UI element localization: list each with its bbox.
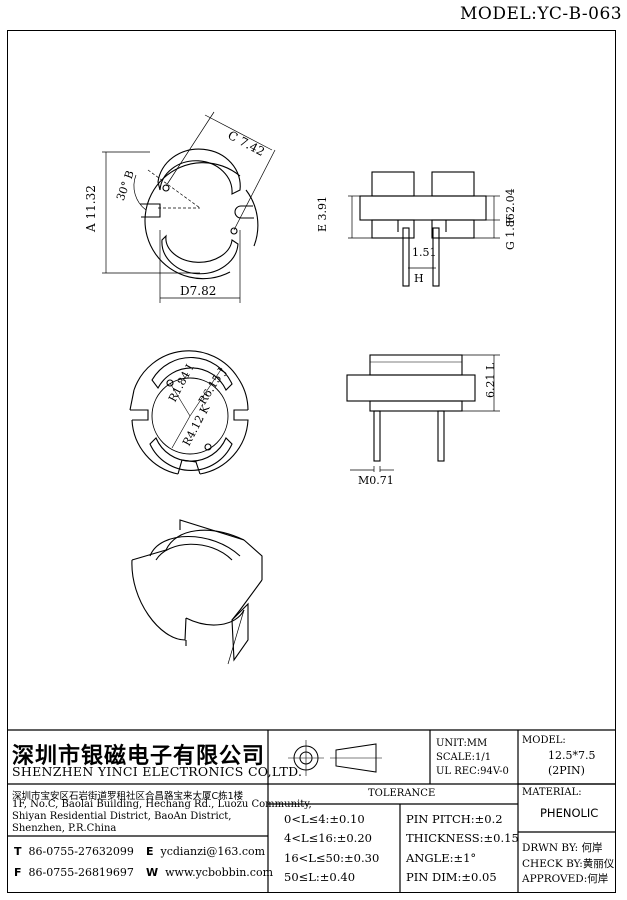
dim-tag-h: H: [414, 272, 424, 285]
web-line: W www.ycbobbin.com: [146, 866, 274, 879]
dim-7-82: D7.82: [180, 284, 217, 298]
dim-6-21: 6.21 L: [484, 362, 497, 398]
bottom-view: [129, 350, 249, 475]
dim-11-32: A 11.32: [84, 185, 98, 232]
dim-0-71: M0.71: [358, 474, 394, 487]
drawn-by: DRWN BY: 何岸: [522, 842, 603, 854]
dim-3-91: E 3.91: [316, 195, 329, 232]
tolerance-label: TOLERANCE: [368, 788, 436, 799]
check-by: CHECK BY:黄丽仪: [522, 858, 615, 870]
address-en-1: 1F, No.C, Baolai Building, Hechang Rd., …: [12, 799, 312, 810]
material-value: PHENOLIC: [540, 806, 599, 820]
thickness: THICKNESS:±0.15: [406, 831, 519, 845]
model-value-1: 12.5*7.5: [548, 749, 596, 762]
company-name-cn: 深圳市银磁电子有限公司: [12, 744, 266, 769]
model-code-header: MODEL:YC-B-063: [460, 4, 623, 24]
angle: ANGLE:±1°: [406, 851, 477, 865]
email-line: E ycdianzi@163.com: [146, 845, 266, 858]
ul-rec: UL REC:94V-0: [436, 766, 509, 777]
scale: SCALE:1/1: [436, 752, 492, 763]
tolerance-2: 4<L≤16:±0.20: [284, 831, 372, 845]
projection-symbol: [288, 740, 382, 776]
address-en-3: Shenzhen, P.R.China: [12, 823, 117, 834]
material-label: MATERIAL:: [522, 787, 582, 798]
model-value-2: (2PIN): [548, 764, 585, 777]
top-view: [102, 111, 276, 303]
side-view-1: [348, 171, 500, 287]
approved-by: APPROVED:何岸: [522, 873, 609, 885]
unit: UNIT:MM: [436, 738, 488, 749]
fax-line: F 86-0755-26819697: [14, 866, 134, 879]
pin-dim: PIN DIM:±0.05: [406, 870, 497, 884]
isometric-view: [131, 519, 263, 665]
title-block-grid: [7, 729, 616, 893]
company-name-en: SHENZHEN YINCI ELECTRONICS CO,LTD.: [12, 764, 303, 779]
tolerance-4: 50≤L:±0.40: [284, 870, 356, 884]
model-label: MODEL:: [522, 735, 566, 746]
drawing-frame: [7, 30, 616, 893]
tel-line: T 86-0755-27632099: [14, 845, 134, 858]
tolerance-1: 0<L≤4:±0.10: [284, 812, 365, 826]
side-view-2: [346, 354, 500, 472]
address-cn: 深圳市宝安区石岩街道罗租社区合昌路宝来大厦C栋1楼: [12, 791, 244, 802]
dim-1-51: 1.51: [412, 246, 437, 259]
pin-pitch: PIN PITCH:±0.2: [406, 812, 503, 826]
tolerance-3: 16<L≤50:±0.30: [284, 851, 380, 865]
address-en-2: Shiyan Residential District, BaoAn Distr…: [12, 811, 232, 822]
dim-1-86: G 1.86: [504, 213, 517, 250]
